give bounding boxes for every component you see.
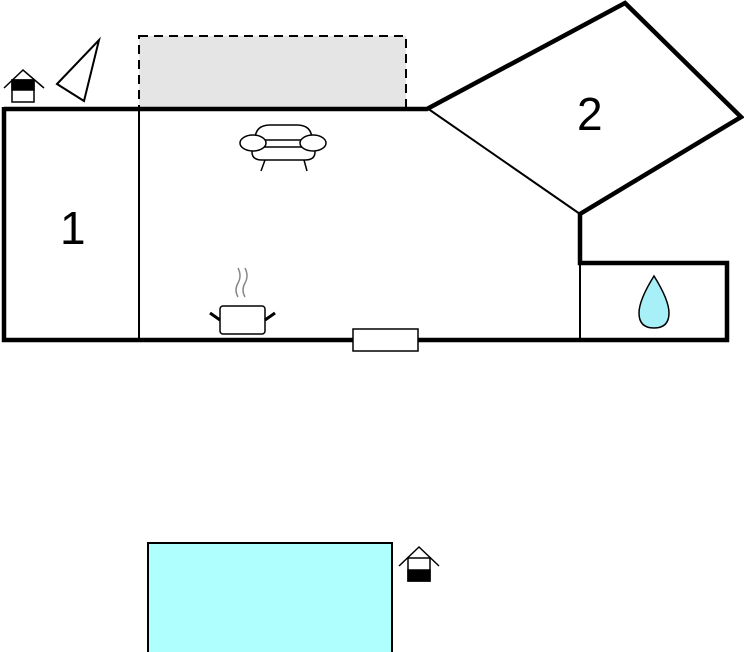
- water-drop-icon: [638, 274, 670, 329]
- room2-inner-wall: [426, 107, 581, 215]
- cooking-pot-icon: [209, 267, 276, 335]
- entrance-door: [352, 328, 419, 352]
- compass-icon: [55, 36, 101, 103]
- room-label-2: 2: [577, 88, 603, 140]
- sofa-icon: [239, 124, 327, 172]
- terrace: [138, 35, 407, 109]
- house-icon: [398, 545, 440, 582]
- house-icon: [3, 68, 45, 103]
- pool: [147, 542, 393, 652]
- room-label-1: 1: [60, 202, 86, 254]
